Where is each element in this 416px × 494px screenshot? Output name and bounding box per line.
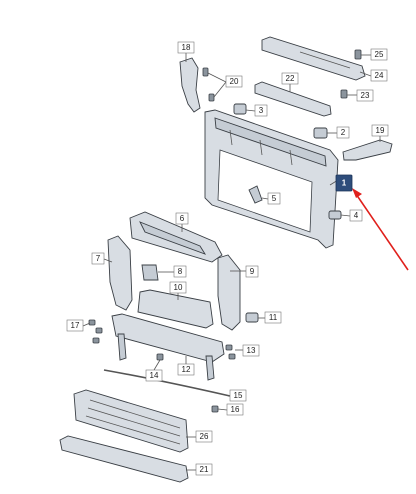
callout-1[interactable]: 1 (335, 174, 353, 192)
part-20-bolt (202, 67, 215, 102)
part-4-clip (328, 210, 342, 220)
part-21-bottom-bar (59, 435, 189, 483)
svg-text:14: 14 (150, 371, 159, 380)
svg-text:5: 5 (272, 194, 277, 203)
part-16-clip (211, 405, 219, 413)
svg-text:9: 9 (250, 267, 255, 276)
part-25-bolt (354, 49, 362, 60)
svg-text:2: 2 (341, 128, 346, 137)
svg-text:21: 21 (200, 465, 209, 474)
part-11-clip (245, 312, 259, 323)
svg-text:7: 7 (96, 254, 101, 263)
part-15-strip (103, 369, 231, 397)
part-9-right-duct (217, 254, 241, 331)
svg-text:6: 6 (180, 214, 185, 223)
part-10-air-shutter (137, 289, 214, 329)
callout-23[interactable]: 23 (356, 89, 374, 102)
callout-16[interactable]: 16 (226, 403, 244, 416)
part-22-bar (254, 81, 332, 117)
part-1-front-carrier (204, 109, 339, 249)
callout-2[interactable]: 2 (336, 126, 350, 139)
svg-text:26: 26 (200, 432, 209, 441)
part-7-left-duct (107, 235, 133, 311)
svg-text:24: 24 (375, 71, 384, 80)
part-13-fasteners (225, 344, 236, 360)
svg-text:10: 10 (174, 283, 183, 292)
callout-17[interactable]: 17 (66, 319, 84, 332)
callout-7[interactable]: 7 (91, 252, 105, 265)
part-18-bracket (179, 57, 201, 113)
callout-15[interactable]: 15 (229, 389, 247, 402)
svg-text:11: 11 (269, 313, 278, 322)
part-17-fasteners (88, 319, 103, 344)
callout-4[interactable]: 4 (349, 209, 363, 222)
svg-text:22: 22 (286, 74, 295, 83)
callout-3[interactable]: 3 (254, 104, 268, 117)
part-8-clip (141, 264, 159, 281)
callout-26[interactable]: 26 (195, 430, 213, 443)
callout-11[interactable]: 11 (264, 311, 282, 324)
callout-6[interactable]: 6 (175, 212, 189, 225)
svg-text:13: 13 (247, 346, 256, 355)
part-12-lower-bracket (111, 313, 225, 381)
svg-text:3: 3 (259, 106, 264, 115)
svg-text:25: 25 (375, 50, 384, 59)
svg-text:4: 4 (354, 211, 359, 220)
callout-18[interactable]: 18 (177, 41, 195, 54)
highlight-arrow (352, 188, 409, 271)
callout-19[interactable]: 19 (371, 124, 389, 137)
svg-text:20: 20 (230, 77, 239, 86)
svg-text:16: 16 (231, 405, 240, 414)
callout-24[interactable]: 24 (370, 69, 388, 82)
callout-9[interactable]: 9 (245, 265, 259, 278)
callout-20[interactable]: 20 (225, 75, 243, 88)
part-23-bolt (340, 89, 348, 99)
callout-14[interactable]: 14 (145, 369, 163, 382)
svg-text:18: 18 (182, 43, 191, 52)
callout-10[interactable]: 10 (169, 281, 187, 294)
part-24-upper-bar (261, 36, 366, 81)
leader-lines (82, 53, 381, 471)
svg-text:8: 8 (178, 267, 183, 276)
callout-25[interactable]: 25 (370, 48, 388, 61)
svg-text:23: 23 (361, 91, 370, 100)
svg-text:17: 17 (71, 321, 80, 330)
part-3-clip (233, 103, 247, 115)
part-26-lower-grille (73, 389, 189, 453)
svg-text:12: 12 (182, 365, 191, 374)
part-19-bracket (342, 139, 393, 161)
part-5-bracket (248, 185, 263, 204)
callout-13[interactable]: 13 (242, 344, 260, 357)
svg-text:15: 15 (234, 391, 243, 400)
callout-5[interactable]: 5 (267, 192, 281, 205)
part-14-clip (156, 353, 164, 361)
part-6-air-guide (129, 211, 223, 263)
svg-text:19: 19 (376, 126, 385, 135)
callout-21[interactable]: 21 (195, 463, 213, 476)
svg-text:1: 1 (342, 179, 347, 188)
part-2-clip (313, 127, 328, 139)
callout-8[interactable]: 8 (173, 265, 187, 278)
callout-22[interactable]: 22 (281, 72, 299, 85)
callout-12[interactable]: 12 (177, 363, 195, 376)
